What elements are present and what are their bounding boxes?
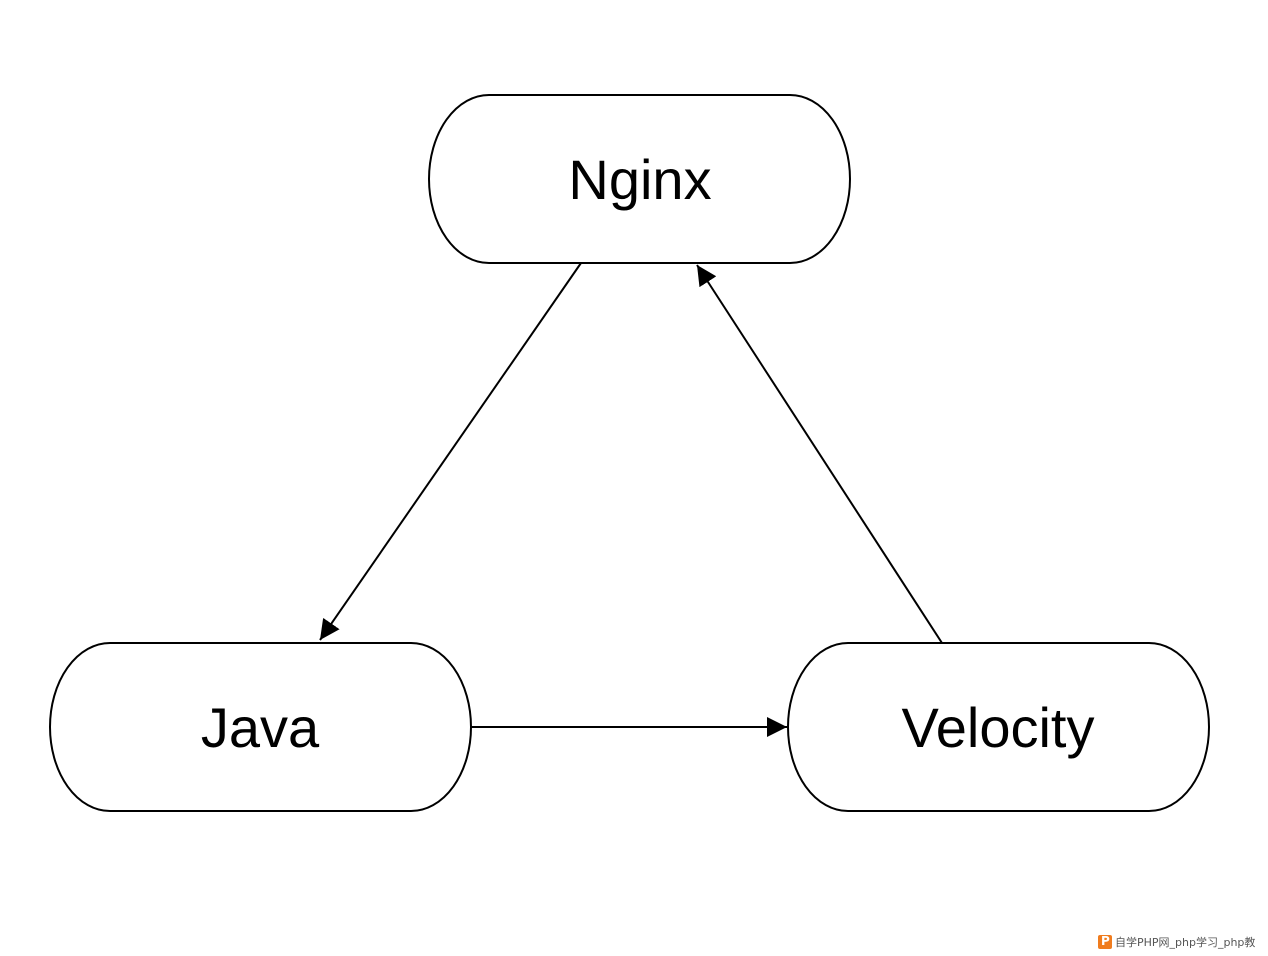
watermark[interactable]: 自学PHP网_php学习_php教 bbox=[1098, 933, 1264, 951]
node-java-shape bbox=[49, 642, 472, 812]
node-nginx-shape bbox=[428, 94, 851, 264]
node-velocity-label: Velocity bbox=[902, 696, 1095, 759]
php-logo-icon bbox=[1098, 934, 1112, 949]
node-nginx-label: Nginx bbox=[568, 148, 711, 211]
edge-velocity-to-nginx bbox=[696, 264, 943, 644]
node-nginx: Nginx bbox=[428, 94, 851, 264]
edge-nginx-to-java bbox=[319, 262, 582, 641]
edges bbox=[319, 262, 943, 737]
node-java-label: Java bbox=[201, 696, 320, 759]
watermark-text: 自学PHP网_php学习_php教 bbox=[1115, 936, 1256, 949]
node-java: Java bbox=[49, 642, 472, 812]
node-velocity: Velocity bbox=[787, 642, 1210, 812]
node-velocity-shape bbox=[787, 642, 1210, 812]
